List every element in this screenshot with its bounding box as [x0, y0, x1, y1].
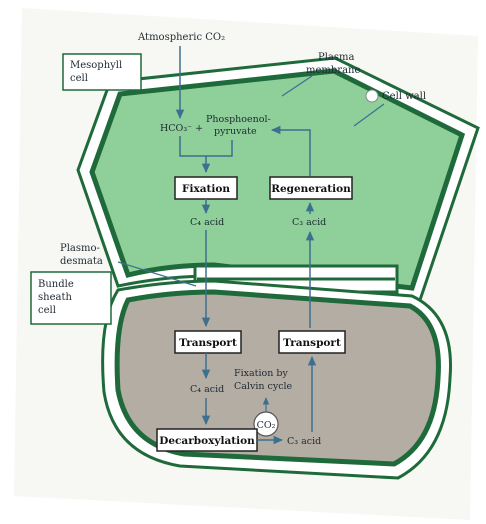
plasma-membrane-label-line1: Plasma	[318, 52, 355, 63]
transport-right-label: Transport	[283, 337, 341, 349]
transport-right-box	[278, 330, 346, 354]
c3-acid-bottom-label: C₃ acid	[287, 436, 321, 447]
plasmodesmata-label-line2: desmata	[60, 256, 103, 267]
mesophyll-label-line2: cell	[70, 73, 88, 84]
c4-acid-bottom-label: C₄ acid	[190, 384, 224, 395]
fixation-box-label: Fixation	[182, 183, 230, 195]
cell-wall-marker-icon	[365, 89, 379, 103]
pep-label-line1: Phosphoenol-	[206, 114, 271, 125]
bundle-sheath-label-box	[30, 271, 112, 325]
regeneration-box-label: Regeneration	[271, 183, 351, 195]
bundle-sheath-label-line3: cell	[38, 305, 56, 316]
plasmodesmata-label-line1: Plasmo-	[60, 243, 100, 254]
c4-acid-top-label: C₄ acid	[190, 217, 224, 228]
regeneration-box	[269, 176, 353, 200]
atmospheric-co2-label: Atmospheric CO₂	[137, 32, 225, 43]
c3-acid-top-label: C₃ acid	[292, 217, 326, 228]
bundle-sheath-label-line1: Bundle	[38, 279, 74, 290]
cell-wall-pointer	[353, 103, 385, 127]
calvin-label-line2: Calvin cycle	[234, 381, 293, 392]
calvin-label-line1: Fixation by	[234, 368, 288, 379]
mesophyll-label-line1: Mesophyll	[70, 60, 122, 71]
bundle-sheath-label-line2: sheath	[38, 292, 72, 303]
plasma-membrane-pointer	[281, 75, 313, 97]
regeneration-to-pep-arrow	[270, 125, 311, 176]
pep-label-line2: pyruvate	[214, 126, 257, 137]
plasma-membrane-label-line2: membrane	[306, 65, 360, 76]
transport-left-label: Transport	[179, 337, 237, 349]
hco3-label: HCO₃⁻ +	[160, 123, 203, 134]
co2-circle-label: CO₂	[257, 420, 276, 431]
transport-left-box	[174, 330, 242, 354]
decarboxylation-label: Decarboxylation	[159, 435, 255, 447]
mesophyll-label-box	[62, 53, 142, 91]
cell-wall-label: Cell wall	[382, 91, 426, 102]
plasmodesmata-pointer	[117, 261, 197, 287]
